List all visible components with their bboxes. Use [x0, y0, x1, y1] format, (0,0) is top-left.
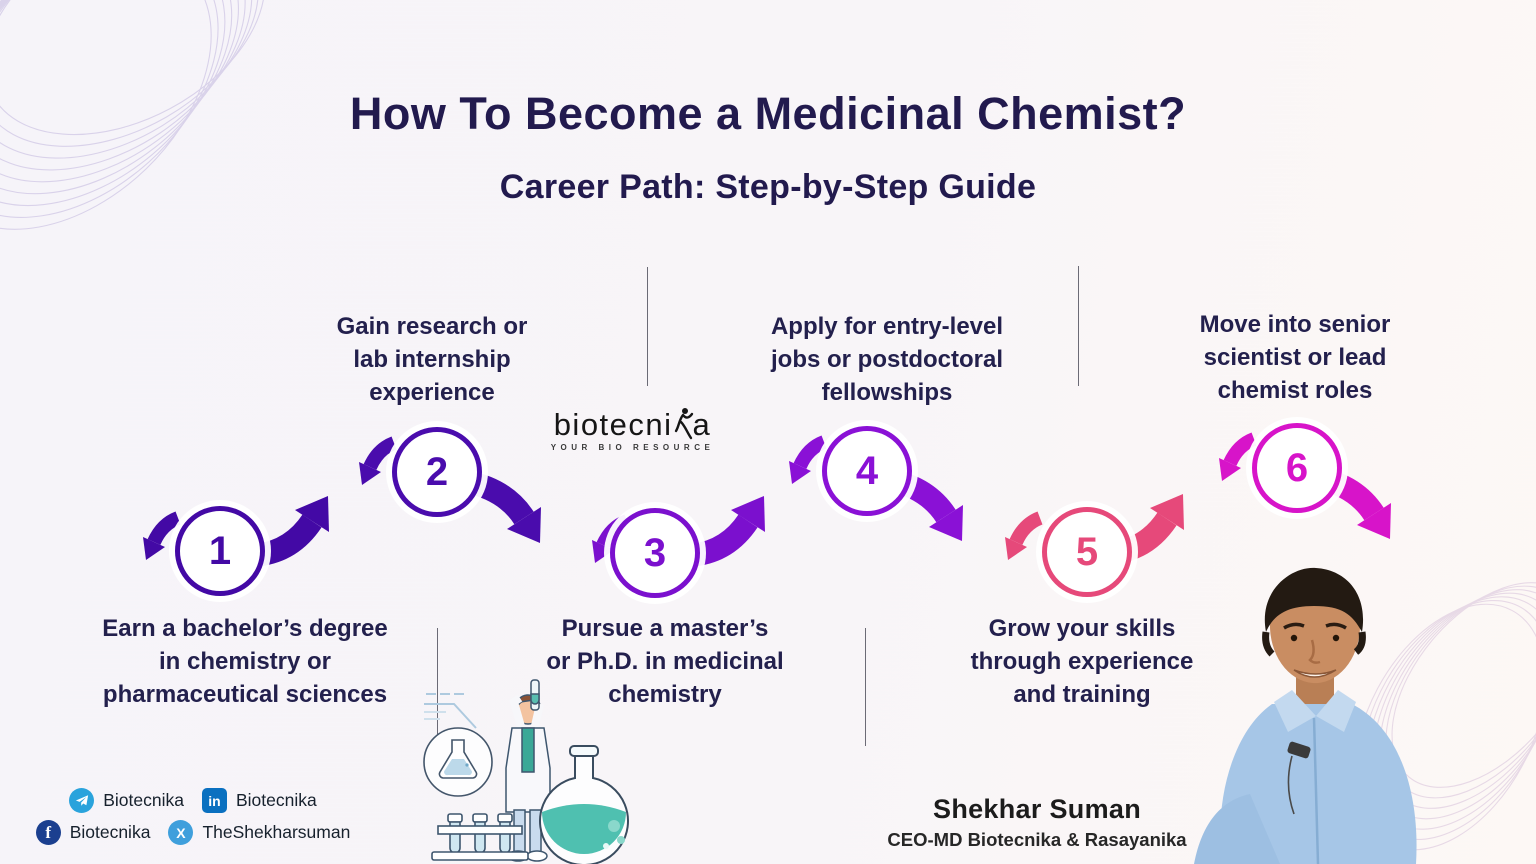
logo-text-post: a — [692, 407, 712, 442]
social-row-2: f Biotecnika X TheShekharsuman — [35, 820, 350, 845]
author-name: Shekhar Suman — [933, 794, 1141, 824]
step-circle-2: 2 — [392, 427, 482, 517]
chemist-illustration — [423, 679, 629, 864]
step4-hook-arrow-icon — [789, 442, 824, 484]
author-block: Shekhar Suman CEO-MD Biotecnika & Rasaya… — [872, 794, 1202, 851]
step-circle-3: 3 — [610, 508, 700, 598]
page-title: How To Become a Medicinal Chemist? — [349, 88, 1187, 139]
step-circle-4: 4 — [822, 426, 912, 516]
step-label-3: Pursue a master’s or Ph.D. in medicinal … — [546, 615, 784, 708]
step-label-1: Earn a bachelor’s degree in chemistry or… — [102, 615, 388, 708]
step-label-4: Apply for entry-level jobs or postdoctor… — [770, 313, 1004, 406]
divider-top-right — [1078, 266, 1079, 386]
social-handle[interactable]: Biotecnika — [69, 822, 151, 842]
step2-down-arrow-icon — [468, 482, 541, 543]
social-handle[interactable]: Biotecnika — [103, 790, 184, 810]
step-label-5: Grow your skills through experience and … — [970, 615, 1194, 708]
social-handle[interactable]: Biotecnika — [236, 790, 317, 810]
step-number: 6 — [1285, 445, 1309, 490]
divider-bottom-right — [865, 628, 866, 746]
divider-top-left — [647, 267, 648, 386]
step6-hook-arrow-icon — [1219, 439, 1254, 481]
flask-badge-icon — [423, 727, 493, 797]
shekhar-suman-photo — [1194, 567, 1417, 864]
social-linkedin[interactable]: in Biotecnika — [202, 788, 317, 813]
round-flask-icon — [539, 745, 629, 864]
step2-hook-arrow-icon — [359, 443, 394, 485]
step-number: 4 — [855, 448, 879, 493]
step1-up-arrow-icon — [258, 496, 329, 555]
page-subtitle: Career Path: Step-by-Step Guide — [499, 168, 1037, 206]
social-handle[interactable]: TheShekharsuman — [202, 822, 351, 842]
biotecnika-logo: biotecni a YOUR BIO RESOURCE — [545, 404, 720, 452]
facebook-icon[interactable]: f — [35, 820, 61, 845]
social-telegram[interactable]: Biotecnika — [69, 788, 184, 813]
social-facebook[interactable]: f Biotecnika — [35, 820, 151, 845]
test-tube-rack-icon — [431, 813, 529, 861]
step-number: 1 — [208, 528, 232, 573]
telegram-icon[interactable] — [69, 788, 95, 813]
logo-tagline: YOUR BIO RESOURCE — [550, 443, 715, 452]
step-number: 5 — [1075, 529, 1099, 574]
step1-hook-arrow-icon — [143, 518, 178, 560]
step-circle-1: 1 — [175, 506, 265, 596]
step3-up-arrow-icon — [694, 496, 765, 555]
step-circle-6: 6 — [1252, 423, 1342, 513]
step-label-2: Gain research or lab internship experien… — [336, 313, 528, 406]
author-title: CEO-MD Biotecnika & Rasayanika — [887, 829, 1187, 850]
step5-hook-arrow-icon — [1005, 518, 1040, 560]
logo-dancer-k-icon — [674, 408, 693, 440]
linkedin-icon[interactable]: in — [202, 788, 227, 813]
swirl-decoration-top-left — [0, 0, 266, 230]
social-x[interactable]: X TheShekharsuman — [168, 820, 350, 845]
step-number: 3 — [643, 530, 667, 575]
logo-text-pre: biotecni — [553, 407, 673, 442]
x-icon[interactable]: X — [168, 820, 194, 845]
step-label-6: Move into senior scientist or lead chemi… — [1199, 311, 1391, 404]
social-row-1: Biotecnika in Biotecnika — [69, 788, 317, 813]
social-links: Biotecnika in Biotecnika f Biotecnika X … — [28, 788, 358, 845]
step-number: 2 — [425, 449, 449, 494]
divider-bottom-left — [437, 628, 438, 750]
step-circle-5: 5 — [1042, 507, 1132, 597]
